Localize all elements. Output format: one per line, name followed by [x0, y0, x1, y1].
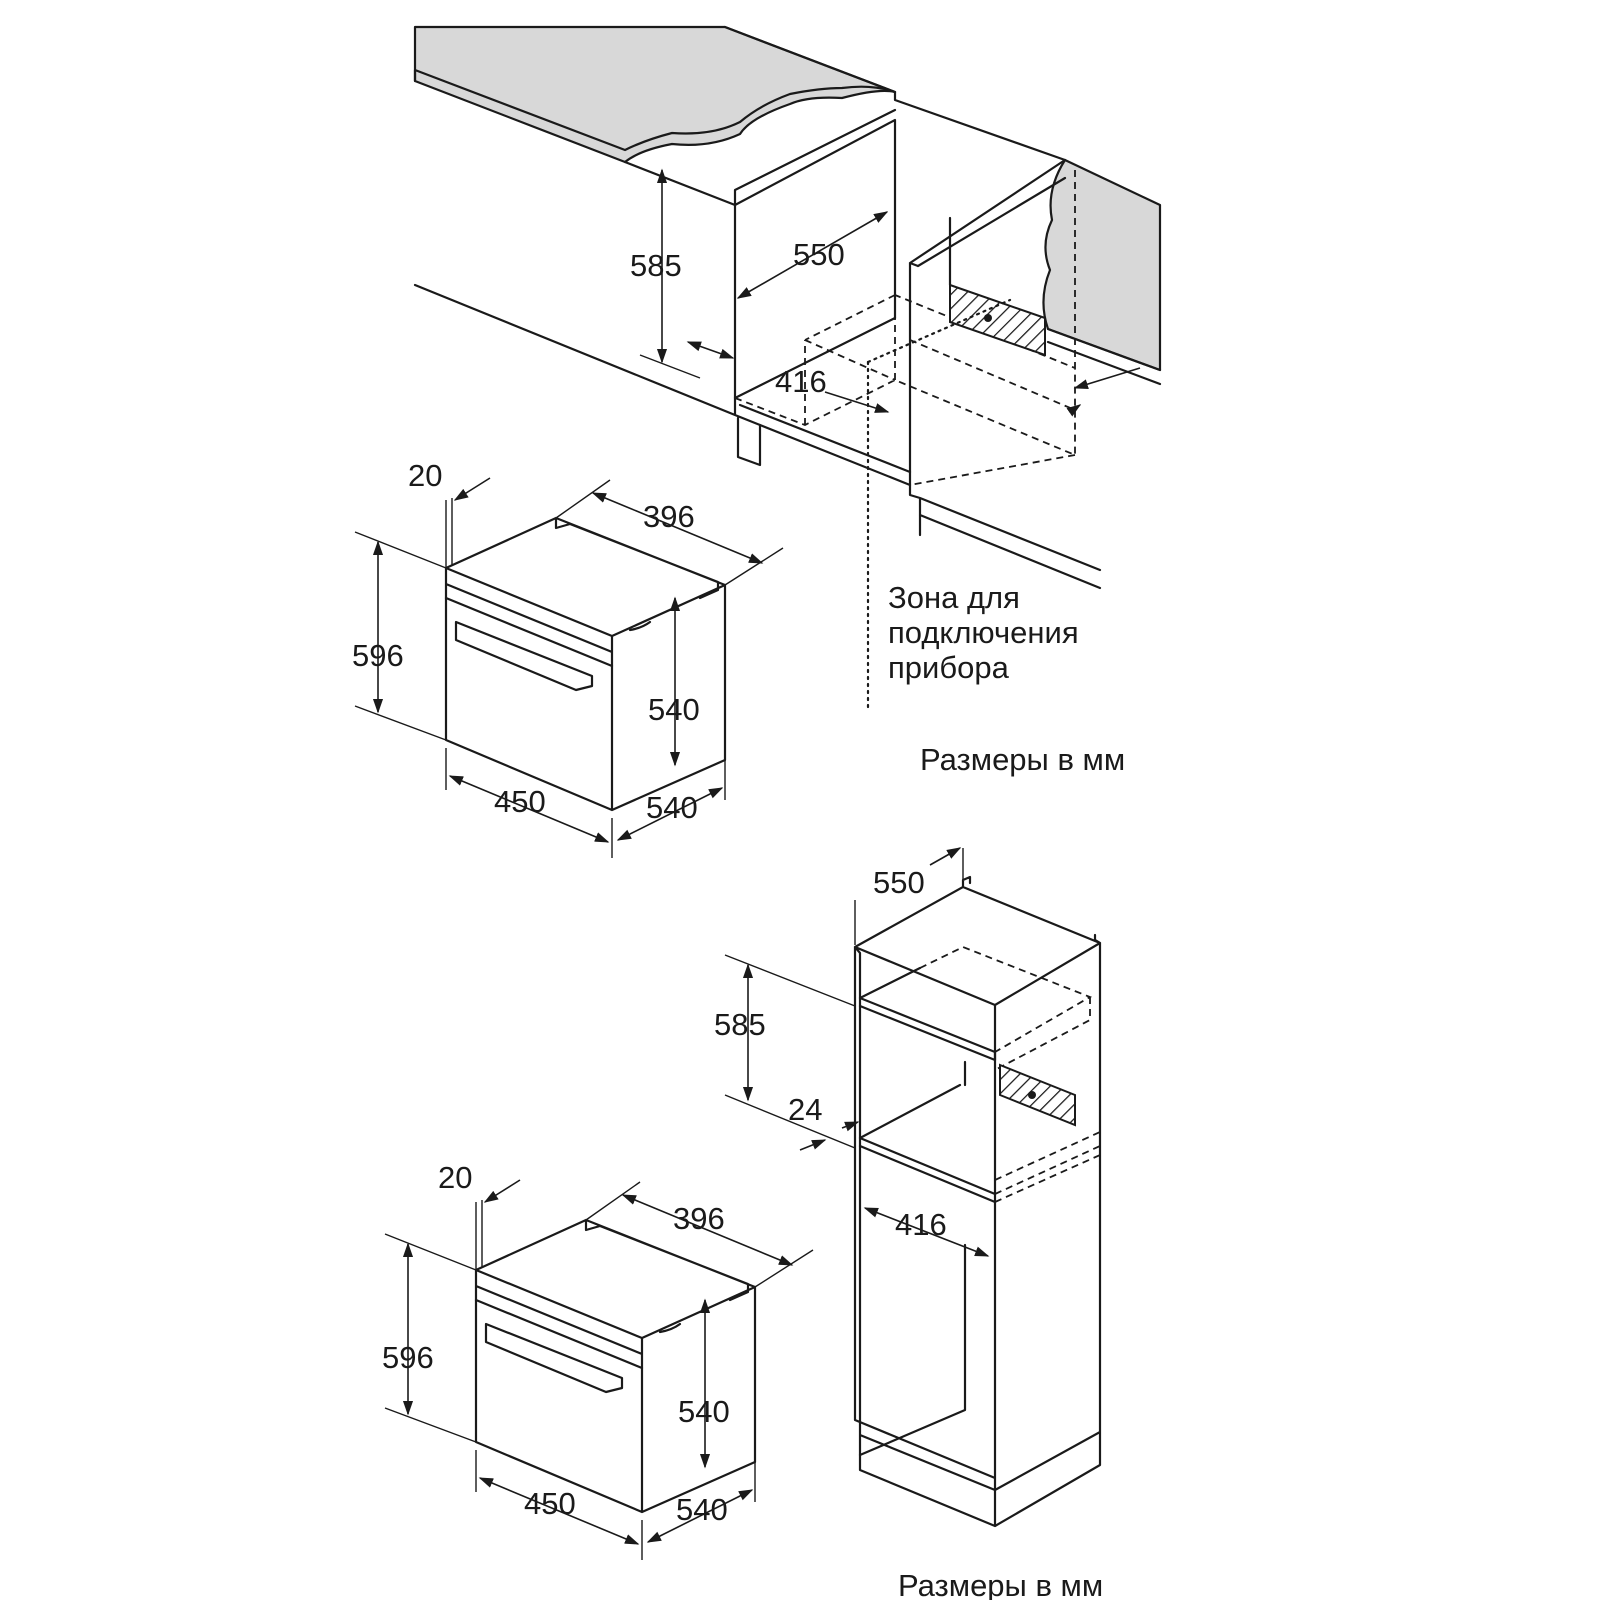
dim-line-416-top-b [824, 391, 890, 413]
dim-gap-right-b [1066, 404, 1082, 417]
dim-line-550-tall [929, 847, 962, 866]
ext-585-bottom [639, 354, 701, 379]
oven-top-handle-notch [628, 620, 652, 632]
dim-450-top-label: 450 [494, 784, 546, 819]
oven-bottom-body [474, 1218, 757, 1514]
dim-24-tall-label: 24 [788, 1092, 822, 1127]
tall-cabinet-inner-back [858, 1060, 967, 1457]
left-cabinet [413, 108, 897, 467]
dim-20-bottom-label: 20 [438, 1160, 472, 1195]
dim-596-bottom-label: 596 [382, 1340, 434, 1375]
ext-596-top [354, 531, 447, 741]
dim-line-396-bottom [621, 1194, 794, 1266]
countertop-right-front [1046, 327, 1162, 386]
dim-line-416-top [686, 341, 735, 359]
dim-585-tall-label: 585 [714, 1007, 766, 1042]
dim-450-bottom-label: 450 [524, 1486, 576, 1521]
tall-cabinet-dash-top [919, 946, 1093, 1071]
countertop-left-edge [413, 68, 897, 152]
dim-540d-top-label: 540 [646, 790, 698, 825]
connection-zone-line3: прибора [888, 650, 1010, 685]
dim-550-tall-label: 550 [873, 865, 925, 900]
units-label-top: Размеры в мм [920, 742, 1125, 777]
dim-396-bottom-label: 396 [673, 1201, 725, 1236]
oven-bottom-door-line [474, 1298, 644, 1370]
dim-line-24-tall-b [799, 1139, 827, 1151]
dim-416-tall-label: 416 [895, 1207, 947, 1242]
dim-540d-bottom-label: 540 [676, 1492, 728, 1527]
oven-bottom-handle-notch [658, 1322, 682, 1334]
oven-bottom-handle [484, 1322, 624, 1394]
tall-cabinet-dash-mid [994, 1131, 1101, 1203]
ext-20-bottom [475, 1200, 483, 1270]
tall-connection-socket-icon [1028, 1091, 1036, 1099]
dim-585-top-label: 585 [630, 248, 682, 283]
oven-bottom: 20 396 596 540 450 540 [382, 1160, 814, 1560]
tall-cabinet-body [853, 875, 1102, 1528]
countertop-left [413, 25, 897, 164]
dim-line-450-top [448, 775, 610, 843]
right-cabinet [908, 158, 1102, 590]
connection-zone-line1: Зона для [888, 580, 1020, 615]
dim-line-540d-top [616, 787, 724, 841]
dim-20-top-label: 20 [408, 458, 442, 493]
niche-floor [733, 316, 912, 487]
dim-line-20-top [453, 477, 491, 501]
ext-396-top [555, 479, 784, 586]
dim-line-550-top [736, 211, 889, 299]
ext-450-top [445, 748, 613, 858]
dim-line-540d-bottom [646, 1489, 754, 1543]
dim-396-top-label: 396 [643, 499, 695, 534]
ext-596-bottom [384, 1233, 477, 1443]
oven-top-handle [454, 620, 594, 692]
connection-box-top [949, 283, 1046, 357]
dim-550-top-label: 550 [793, 237, 845, 272]
connection-socket-icon [984, 314, 992, 322]
under-counter-installation: 585 550 416 Зона для подключения прибора… [413, 25, 1162, 777]
dim-line-416-tall [863, 1207, 990, 1257]
tall-connection-box [999, 1063, 1076, 1127]
tall-cabinet-installation: 550 585 24 416 Размеры в мм [714, 847, 1103, 1600]
dim-line-396-top [591, 492, 764, 564]
connection-zone-diag [866, 298, 1012, 364]
ext-550-tall [854, 848, 964, 945]
dim-416-top-label: 416 [775, 364, 827, 399]
ext-396-bottom [585, 1181, 814, 1288]
ext-20-top [445, 498, 453, 568]
tall-cabinet-shelf-mid [858, 1083, 997, 1204]
dim-gap-right [1073, 367, 1141, 390]
tall-cabinet-shelf-upper [858, 966, 997, 1062]
oven-top-body [444, 516, 727, 812]
oven-top: 20 396 596 540 450 540 [352, 458, 784, 858]
ext-450-bottom [475, 1450, 643, 1560]
dim-line-20-bottom [483, 1179, 521, 1203]
connection-zone-line2: подключения [888, 615, 1079, 650]
dim-line-450-bottom [478, 1477, 640, 1545]
oven-top-door-line [444, 596, 614, 668]
ext-585-tall [724, 954, 856, 1149]
oven-niche-volume [734, 293, 1076, 486]
dim-596-top-label: 596 [352, 638, 404, 673]
back-wall-line [723, 25, 1067, 162]
dim-540v-bottom-label: 540 [678, 1394, 730, 1429]
countertop-right [1042, 158, 1162, 372]
units-label-bottom: Размеры в мм [898, 1568, 1103, 1600]
dim-540v-top-label: 540 [648, 692, 700, 727]
dim-line-24-tall [841, 1121, 860, 1132]
